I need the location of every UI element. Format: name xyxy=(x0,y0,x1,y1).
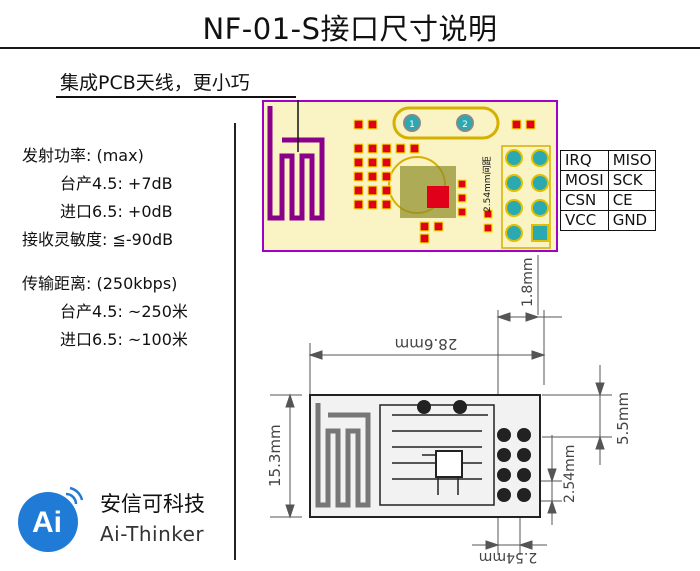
crystal-pad xyxy=(403,114,421,132)
company-name-en: Ai-Thinker xyxy=(100,522,205,546)
dim-width-label: 15.3mm xyxy=(266,424,284,487)
pin-cell: SCK xyxy=(607,170,657,191)
dim-length-label: 28.6mm xyxy=(395,335,458,353)
spec-distance-tw: 台产4.5: ~250米 xyxy=(60,302,188,321)
subtitle: 集成PCB天线，更小巧 xyxy=(60,72,250,94)
pin-cell: GND xyxy=(607,210,657,231)
pinout-row: IRQ MISO xyxy=(560,150,657,171)
dim-header-offset-label: 5.5mm xyxy=(614,392,632,445)
company-name-cn: 安信可科技 xyxy=(100,492,205,516)
spec-power-tw: 台产4.5: +7dB xyxy=(60,174,173,193)
header-pins xyxy=(417,400,531,502)
spec-sensitivity: 接收灵敏度: ≦-90dB xyxy=(22,230,174,249)
dim-pitch-v-label: 2.54mm xyxy=(562,445,578,503)
spec-distance-label: 传输距离: (250kbps) xyxy=(22,274,178,293)
subtitle-underline xyxy=(56,96,296,98)
pin-cell: MISO xyxy=(607,150,657,171)
crystal-outline xyxy=(392,106,500,140)
pitch-label: 2.54mm间距 xyxy=(481,156,493,212)
antenna-trace xyxy=(315,403,371,508)
rf-chip xyxy=(435,450,463,478)
ai-thinker-logo: Ai xyxy=(18,486,84,552)
pin-cell: IRQ xyxy=(560,150,609,171)
dimension-drawing: 28.6mm 1.8mm 15.3mm 5.5mm 2.54mm 2.54mm xyxy=(266,255,632,565)
pinout-row: CSN CE xyxy=(560,190,657,211)
header-pins xyxy=(501,145,551,249)
pin-cell: VCC xyxy=(560,210,609,231)
spec-list: 发射功率: (max) 台产4.5: +7dB 进口6.5: +0dB 接收灵敏… xyxy=(22,142,188,354)
dim-pitch-h-label: 2.54mm xyxy=(479,549,537,565)
pin-cell: MOSI xyxy=(560,170,609,191)
pin-cell: CSN xyxy=(560,190,609,211)
title-divider xyxy=(0,47,700,49)
svg-text:2: 2 xyxy=(462,120,468,130)
vertical-divider xyxy=(234,123,236,560)
antenna-trace xyxy=(267,106,325,221)
spec-power-imp: 进口6.5: +0dB xyxy=(60,202,173,221)
component-pads xyxy=(353,119,536,244)
pin-cell: CE xyxy=(607,190,657,211)
pcb-layout-view: 1 2 2.54mm间距 xyxy=(262,100,558,252)
spec-distance-imp: 进口6.5: ~100米 xyxy=(60,330,188,349)
spec-power-label: 发射功率: (max) xyxy=(22,146,144,165)
svg-text:1: 1 xyxy=(409,120,415,130)
pinout-table: IRQ MISO MOSI SCK CSN CE VCC GND xyxy=(560,150,657,231)
crystal-pad xyxy=(456,114,474,132)
dim-edge-label: 1.8mm xyxy=(520,257,536,307)
pinout-row: MOSI SCK xyxy=(560,170,657,191)
pinout-row: VCC GND xyxy=(560,210,657,231)
logo-text: Ai xyxy=(32,506,62,539)
page-title: NF-01-S接口尺寸说明 xyxy=(202,12,498,46)
